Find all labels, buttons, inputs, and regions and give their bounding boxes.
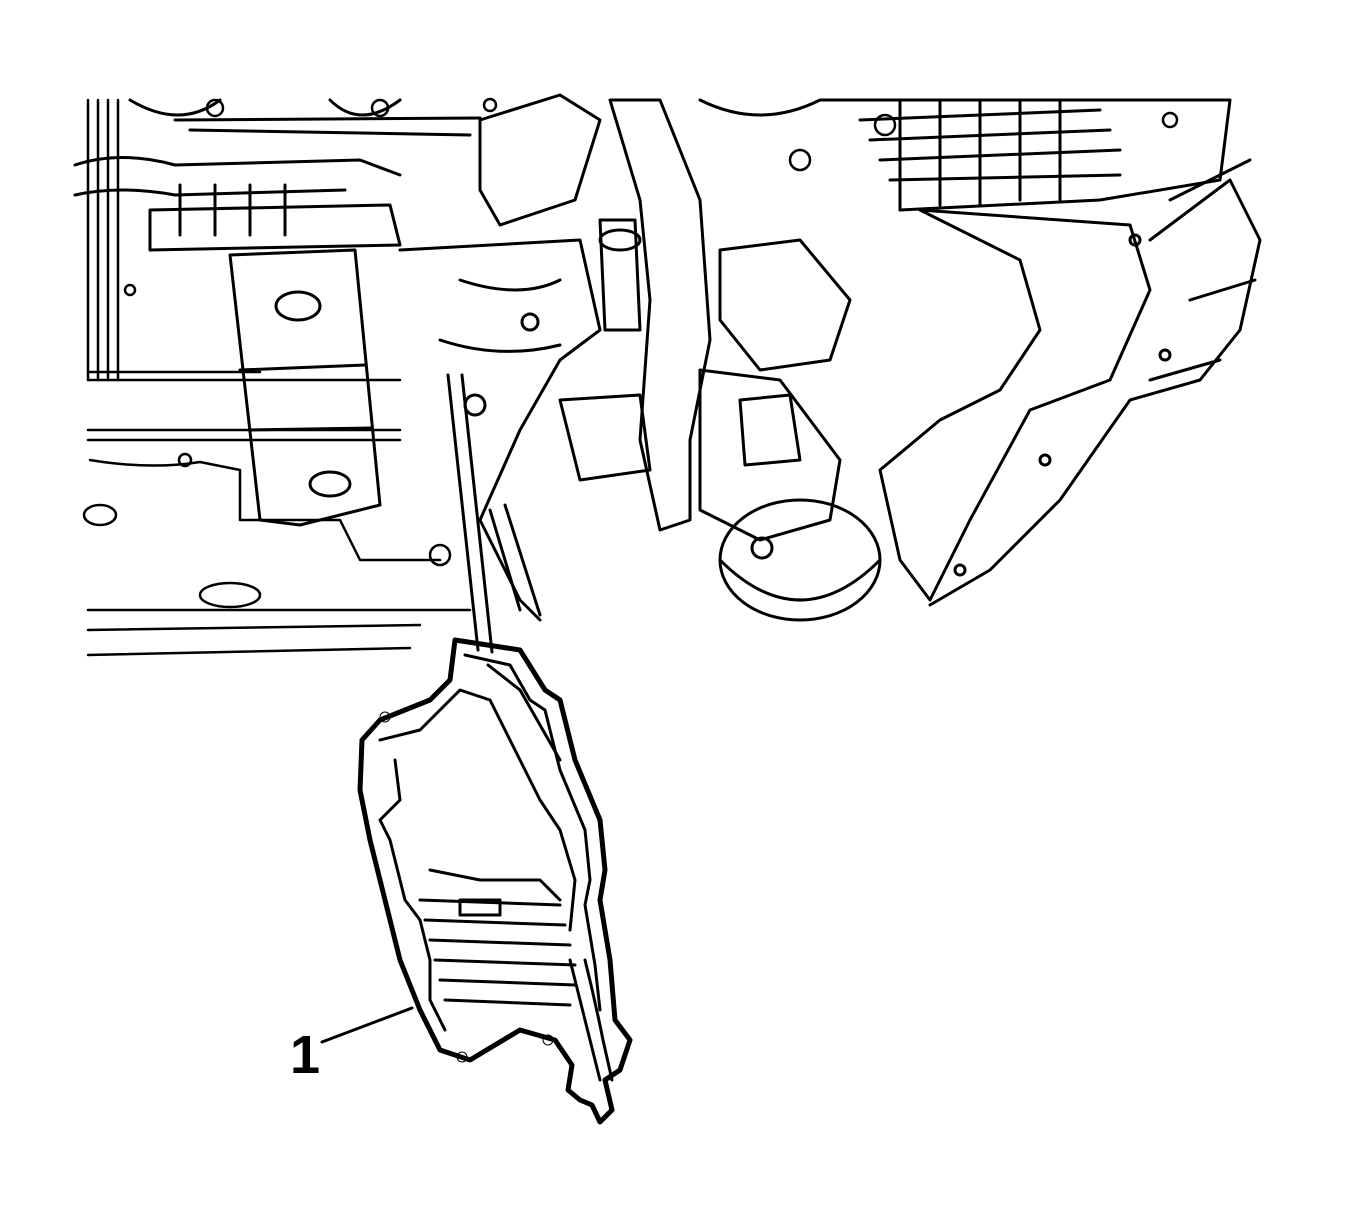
callout-number-1: 1: [290, 1025, 321, 1085]
skid-plate: [148, 183, 402, 527]
removed-component-1: [357, 637, 633, 1125]
underbody-assembly: [73, 93, 1262, 657]
callout-leader-1: [320, 1006, 414, 1044]
installation-guide-lines: [446, 373, 494, 654]
